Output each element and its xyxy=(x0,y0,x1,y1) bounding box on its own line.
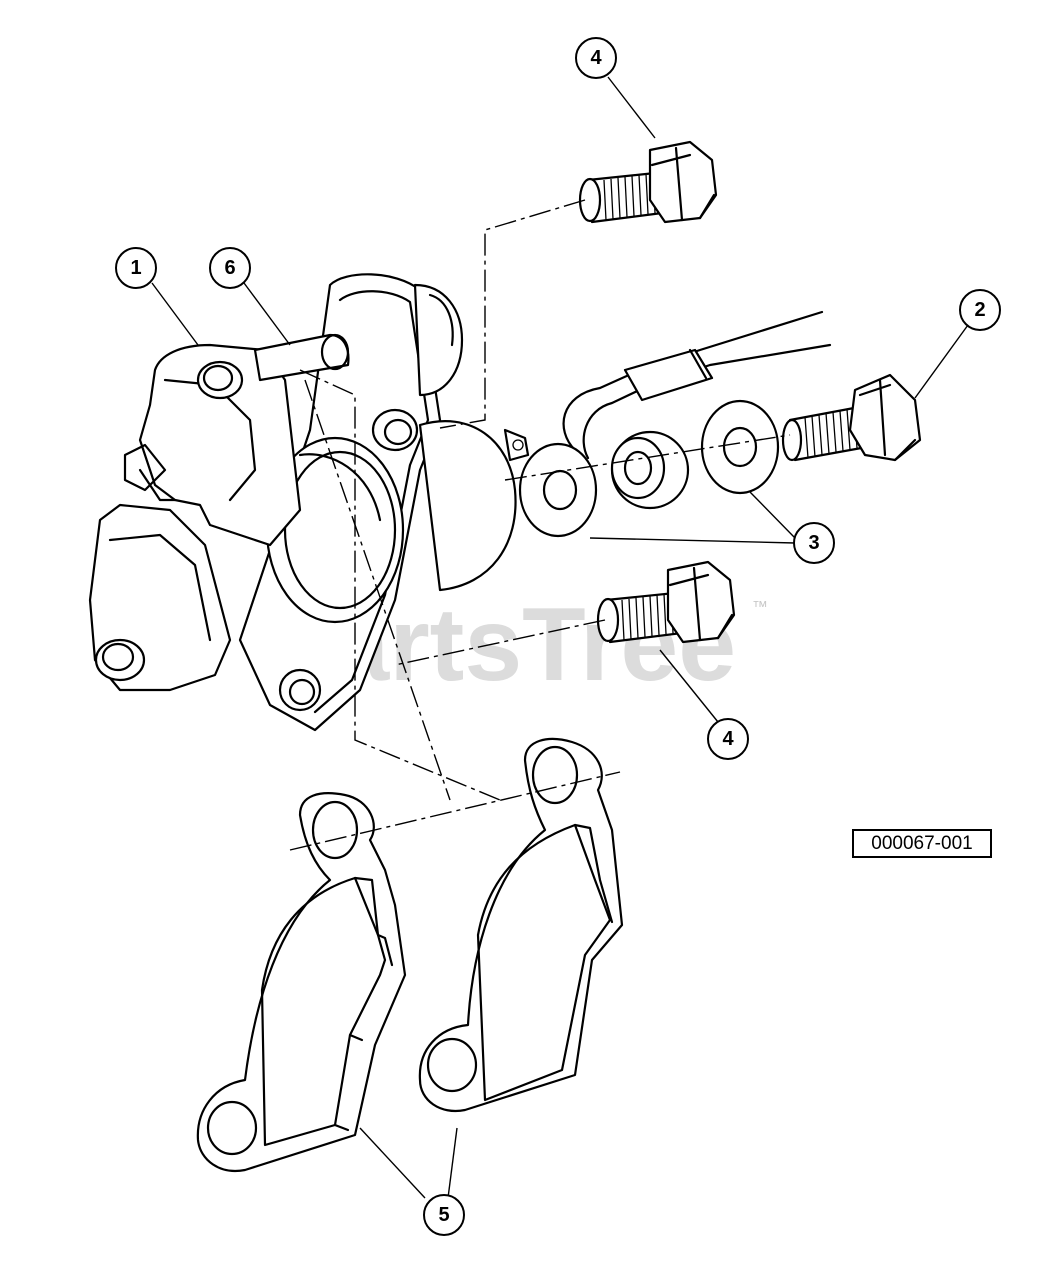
callout-4-top-label: 4 xyxy=(590,47,602,69)
banjo-bolt xyxy=(781,373,922,462)
callout-3-label: 3 xyxy=(808,532,819,554)
callout-5[interactable]: 5 xyxy=(423,1194,465,1236)
callout-2-label: 2 xyxy=(974,299,985,321)
leader-lines xyxy=(151,76,969,1199)
trademark-symbol: ™ xyxy=(752,599,768,616)
callout-4-top[interactable]: 4 xyxy=(575,37,617,79)
brake-pad-right xyxy=(418,738,624,1113)
brake-line xyxy=(562,310,832,510)
callout-3[interactable]: 3 xyxy=(793,522,835,564)
callout-1-label: 1 xyxy=(130,257,141,279)
center-lines xyxy=(289,199,791,851)
callout-5-label: 5 xyxy=(438,1204,449,1226)
caliper-body xyxy=(88,273,530,732)
guide-pin xyxy=(253,333,350,382)
callout-4-bottom[interactable]: 4 xyxy=(707,718,749,760)
callout-4-bottom-label: 4 xyxy=(722,728,734,750)
crush-washers xyxy=(518,399,780,538)
callout-6-label: 6 xyxy=(224,257,235,279)
callout-2[interactable]: 2 xyxy=(959,289,1001,331)
reference-code-box: 000067-001 xyxy=(852,829,992,858)
bolt-top xyxy=(578,140,718,224)
callout-1[interactable]: 1 xyxy=(115,247,157,289)
bolt-bottom xyxy=(596,560,736,644)
brake-pad-left xyxy=(196,792,407,1173)
callout-6[interactable]: 6 xyxy=(209,247,251,289)
